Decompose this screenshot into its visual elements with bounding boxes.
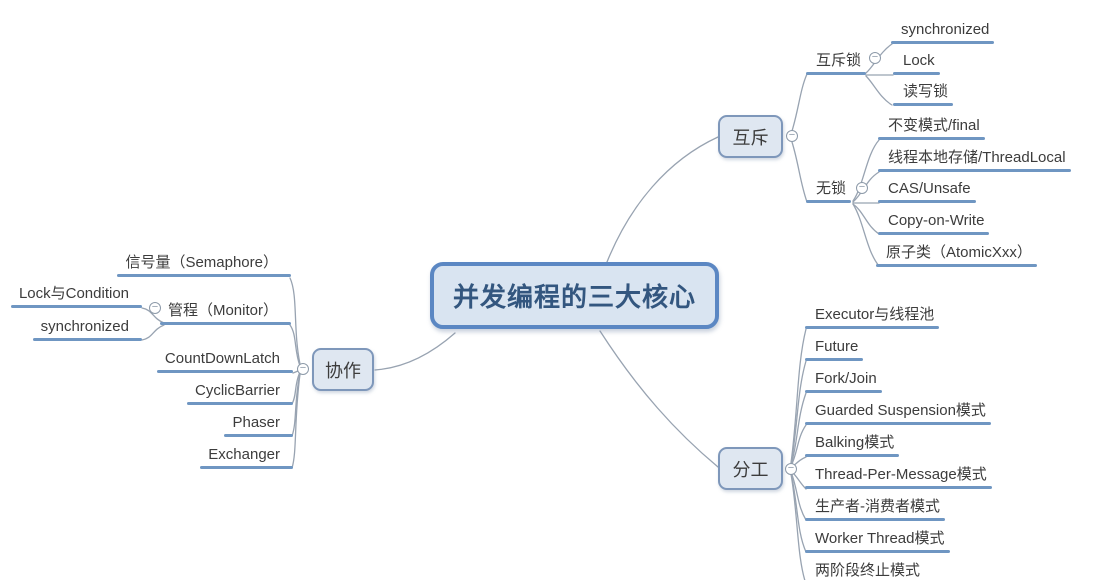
topic-producer-consumer[interactable]: 生产者-消费者模式 <box>805 497 945 521</box>
topic-cas-unsafe[interactable]: CAS/Unsafe <box>878 179 976 203</box>
branch-node-mutex-label: 互斥 <box>732 127 769 148</box>
connector-root-cooperation <box>374 332 456 371</box>
connector-mutex-mutexlock <box>791 73 808 132</box>
connector-root-mutex <box>606 136 719 263</box>
collapse-icon-mutex-lock[interactable]: − <box>869 52 881 64</box>
collapse-icon-monitor[interactable]: − <box>149 302 161 314</box>
topic-lock-condition[interactable]: Lock与Condition <box>10 284 143 308</box>
topic-lock-free[interactable]: 无锁 <box>806 179 852 203</box>
collapse-icon-lock-free[interactable]: − <box>856 182 868 194</box>
connector-mutex-lockfree <box>791 141 808 203</box>
connector-root-division <box>599 330 719 468</box>
topic-synchronized[interactable]: synchronized <box>891 20 995 44</box>
topic-future[interactable]: Future <box>805 337 864 361</box>
branch-node-mutex[interactable]: 互斥 <box>718 115 783 158</box>
root-topic[interactable]: 并发编程的三大核心 <box>430 262 719 329</box>
topic-mutex-lock[interactable]: 互斥锁 <box>806 51 867 75</box>
topic-thread-per-message[interactable]: Thread-Per-Message模式 <box>805 465 992 489</box>
topic-lock[interactable]: Lock <box>893 51 940 75</box>
branch-node-division[interactable]: 分工 <box>718 447 783 490</box>
collapse-icon-mutex[interactable]: − <box>786 130 798 142</box>
topic-phaser[interactable]: Phaser <box>224 413 293 437</box>
topic-countdownlatch[interactable]: CountDownLatch <box>156 349 294 373</box>
topic-monitor[interactable]: 管程（Monitor） <box>159 301 292 325</box>
topic-executor-threadpool[interactable]: Executor与线程池 <box>805 305 940 329</box>
root-topic-label: 并发编程的三大核心 <box>452 282 696 312</box>
topic-worker-thread[interactable]: Worker Thread模式 <box>805 529 949 553</box>
topic-copy-on-write[interactable]: Copy-on-Write <box>878 211 990 235</box>
topic-guarded-suspension[interactable]: Guarded Suspension模式 <box>805 401 991 425</box>
topic-cyclicbarrier[interactable]: CyclicBarrier <box>186 381 294 405</box>
branch-node-cooperation[interactable]: 协作 <box>312 348 374 391</box>
topic-immutable-final[interactable]: 不变模式/final <box>878 116 985 140</box>
topic-two-phase-termination[interactable]: 两阶段终止模式 <box>805 561 920 580</box>
topic-semaphore[interactable]: 信号量（Semaphore） <box>117 253 291 277</box>
topic-fork-join[interactable]: Fork/Join <box>805 369 882 393</box>
topic-monitor-synchronized[interactable]: synchronized <box>32 317 143 341</box>
topic-exchanger[interactable]: Exchanger <box>200 445 293 469</box>
branch-node-cooperation-label: 协作 <box>325 360 361 381</box>
topic-atomic-classes[interactable]: 原子类（AtomicXxx） <box>876 243 1037 267</box>
collapse-icon-cooperation[interactable]: − <box>297 363 309 375</box>
topic-balking[interactable]: Balking模式 <box>805 433 900 457</box>
branch-node-division-label: 分工 <box>732 459 769 480</box>
topic-readwrite-lock[interactable]: 读写锁 <box>893 82 954 106</box>
collapse-icon-division[interactable]: − <box>785 463 797 475</box>
topic-threadlocal[interactable]: 线程本地存储/ThreadLocal <box>878 148 1071 172</box>
